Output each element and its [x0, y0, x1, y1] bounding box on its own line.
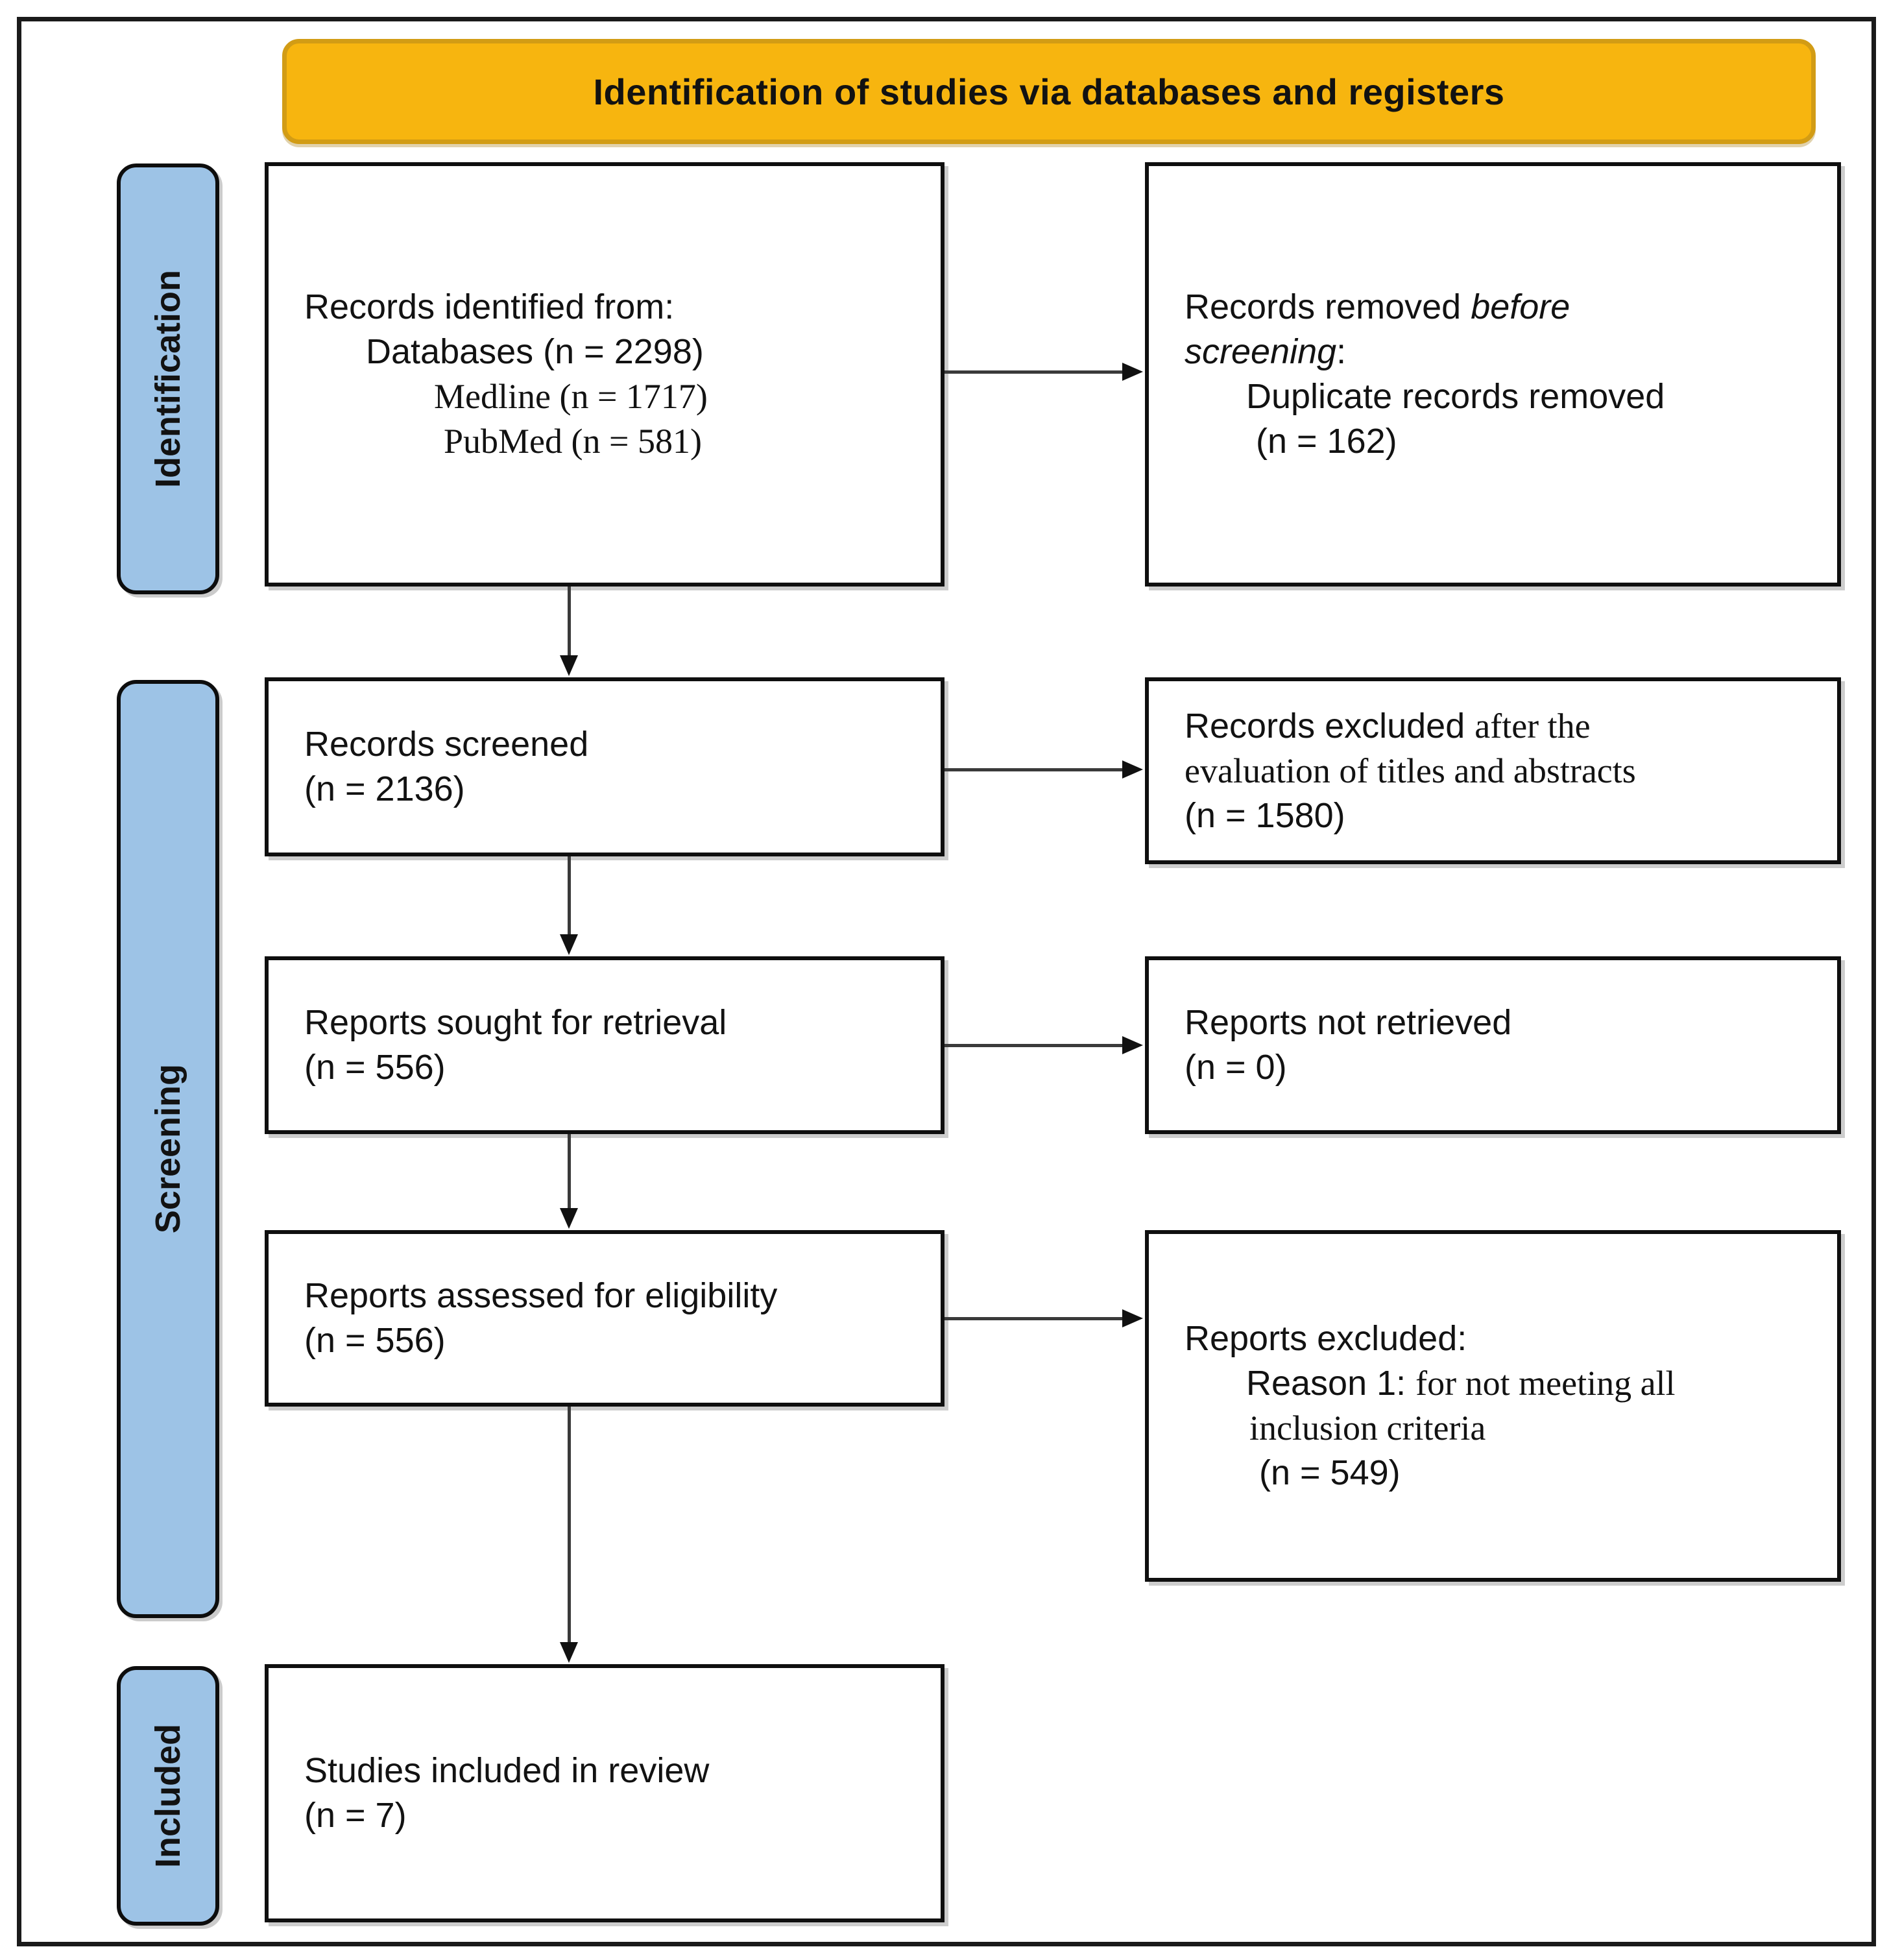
records-excluded-line1: Records excluded after the — [1185, 706, 1591, 745]
arrow-identified-to-screened — [560, 587, 578, 676]
arrow-screened-to-sought — [560, 856, 578, 955]
records-identified-line1: Records identified from: — [304, 287, 675, 326]
reports-assessed-line1: Reports assessed for eligibility — [304, 1276, 778, 1315]
sidebar-included: Included — [117, 1666, 219, 1926]
reports-excluded-line2: Reason 1: for not meeting all — [1246, 1364, 1676, 1403]
reports-excluded-line1: Reports excluded: — [1185, 1319, 1467, 1358]
reports-assessed-line2: (n = 556) — [304, 1321, 446, 1360]
title-banner: Identification of studies via databases … — [282, 39, 1816, 144]
reports-not-retrieved-line1: Reports not retrieved — [1185, 1003, 1512, 1042]
box-records-screened: Records screened (n = 2136) — [265, 677, 944, 856]
reports-excluded-line3: inclusion criteria — [1249, 1409, 1486, 1447]
records-identified-line3: Medline (n = 1717) — [434, 377, 708, 416]
records-removed-line2: screening: — [1185, 332, 1347, 371]
sidebar-identification: Identification — [117, 163, 219, 594]
arrow-sought-to-assessed — [560, 1134, 578, 1229]
records-removed-line3: Duplicate records removed — [1246, 377, 1665, 416]
arrow-screened-to-excluded — [944, 760, 1143, 779]
box-reports-not-retrieved: Reports not retrieved (n = 0) — [1145, 956, 1841, 1134]
reports-sought-line1: Reports sought for retrieval — [304, 1003, 727, 1042]
records-excluded-line2: evaluation of titles and abstracts — [1185, 751, 1636, 790]
studies-included-line1: Studies included in review — [304, 1751, 710, 1790]
arrow-assessed-to-included — [560, 1407, 578, 1663]
box-studies-included: Studies included in review (n = 7) — [265, 1664, 944, 1922]
records-identified-line4: PubMed (n = 581) — [444, 422, 702, 461]
records-identified-line2: Databases (n = 2298) — [366, 332, 704, 371]
records-excluded-line3: (n = 1580) — [1185, 795, 1345, 835]
sidebar-screening: Screening — [117, 680, 219, 1618]
records-removed-line4: (n = 162) — [1256, 422, 1397, 461]
arrow-assessed-to-reports-excluded — [944, 1309, 1143, 1327]
reports-sought-line2: (n = 556) — [304, 1048, 446, 1087]
studies-included-line2: (n = 7) — [304, 1796, 407, 1835]
sidebar-identification-label: Identification — [149, 270, 187, 488]
box-reports-assessed: Reports assessed for eligibility (n = 55… — [265, 1230, 944, 1407]
box-records-identified: Records identified from: Databases (n = … — [265, 162, 944, 587]
records-removed-line1: Records removed before — [1185, 287, 1570, 326]
arrow-sought-to-not-retrieved — [944, 1036, 1143, 1054]
sidebar-screening-label: Screening — [149, 1064, 187, 1234]
records-screened-line2: (n = 2136) — [304, 769, 465, 808]
box-reports-excluded: Reports excluded: Reason 1: for not meet… — [1145, 1230, 1841, 1582]
records-screened-line1: Records screened — [304, 725, 589, 764]
box-reports-sought: Reports sought for retrieval (n = 556) — [265, 956, 944, 1134]
box-records-removed: Records removed before screening: Duplic… — [1145, 162, 1841, 587]
box-records-excluded: Records excluded after the evaluation of… — [1145, 677, 1841, 864]
banner-title: Identification of studies via databases … — [593, 71, 1505, 112]
arrow-identified-to-removed — [944, 363, 1143, 381]
reports-not-retrieved-line2: (n = 0) — [1185, 1048, 1287, 1087]
reports-excluded-line4: (n = 549) — [1259, 1453, 1401, 1492]
sidebar-included-label: Included — [149, 1723, 187, 1868]
